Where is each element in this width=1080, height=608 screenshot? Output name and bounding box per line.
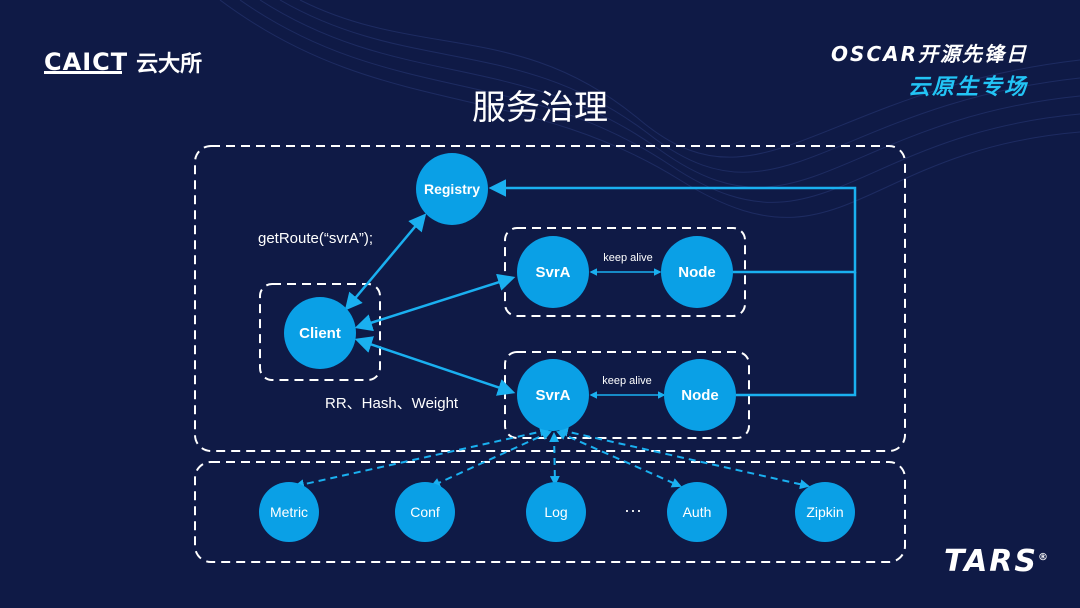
component-label: Log xyxy=(544,504,567,520)
client-node: Client xyxy=(284,297,356,369)
svra-metric-link xyxy=(294,426,550,490)
node-1: Node xyxy=(661,236,733,308)
svra-zipkin-link xyxy=(558,426,810,490)
component-node-auth: Auth xyxy=(667,482,727,542)
client-svra1-arrow xyxy=(354,273,516,332)
svra-2-label: SvrA xyxy=(535,387,570,404)
registry-label: Registry xyxy=(424,181,480,197)
component-node-metric: Metric xyxy=(259,482,319,542)
oscar-logo-line2: 云原生专场 xyxy=(907,75,1028,100)
registry-node: Registry xyxy=(416,153,488,225)
client-svra2-arrow xyxy=(354,336,516,396)
lb-strategy-label: RR、Hash、Weight xyxy=(325,395,459,412)
node-1-label: Node xyxy=(678,264,716,281)
oscar-logo-line1: OSCAR开源先锋日 xyxy=(831,42,1028,66)
caict-logo-cn-text: 云大所 xyxy=(136,52,203,77)
component-label: Auth xyxy=(683,504,712,520)
svra-node-2: SvrA xyxy=(517,359,589,431)
keepalive-label-1: keep alive xyxy=(603,252,653,264)
svra-log-link xyxy=(549,432,560,486)
svra-node-1: SvrA xyxy=(517,236,589,308)
keepalive-label-2: keep alive xyxy=(602,375,652,387)
oscar-logo: OSCAR开源先锋日 云原生专场 xyxy=(831,38,1028,101)
registered-icon: ® xyxy=(1038,552,1050,563)
svra-conf-link xyxy=(430,430,552,488)
node2-registry-link xyxy=(736,272,857,397)
svra-auth-link xyxy=(556,430,682,488)
component-label: Metric xyxy=(270,504,308,520)
component-node-log: Log xyxy=(526,482,586,542)
component-label: Zipkin xyxy=(806,504,843,520)
client-boundary xyxy=(259,283,381,381)
node-2-label: Node xyxy=(681,387,719,404)
tars-logo: TARS® xyxy=(944,544,1050,579)
slide-title: 服务治理 xyxy=(472,88,608,128)
client-label: Client xyxy=(299,325,341,342)
component-node-zipkin: Zipkin xyxy=(795,482,855,542)
components-ellipsis: ··· xyxy=(624,500,642,520)
node-registry-link xyxy=(488,179,857,274)
caict-logo: CAICT 云大所 xyxy=(44,46,202,78)
node-2: Node xyxy=(664,359,736,431)
get-route-label: getRoute(“svrA”); xyxy=(258,230,373,247)
component-label: Conf xyxy=(410,504,440,520)
component-node-conf: Conf xyxy=(395,482,455,542)
svra-1-label: SvrA xyxy=(535,264,570,281)
service-group-1-boundary xyxy=(504,227,746,317)
tars-logo-text: TARS xyxy=(943,544,1038,579)
caict-logo-text: CAICT xyxy=(44,48,129,76)
